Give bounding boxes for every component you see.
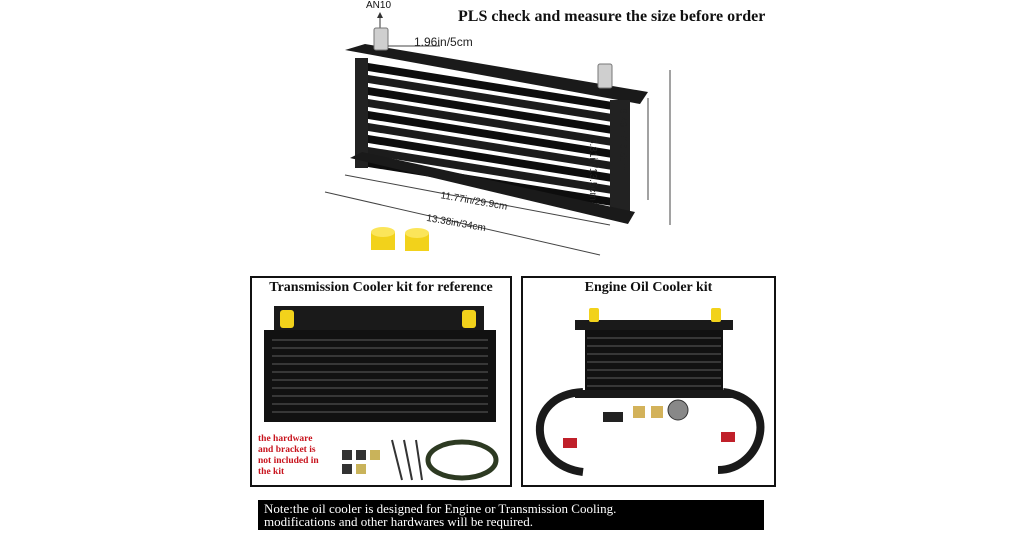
port-arrow-head — [377, 12, 383, 18]
right-an-fitting — [597, 63, 613, 89]
transmission-core — [264, 330, 496, 422]
engine-top-plate — [575, 320, 733, 330]
hardware-warning: the hardware and bracket is not included… — [258, 434, 319, 477]
hose-fitting-left — [563, 438, 577, 448]
transmission-cooler-image — [264, 306, 499, 481]
adapter-fitting-2 — [651, 406, 663, 418]
engine-bottom-plate — [575, 390, 733, 398]
left-tank — [355, 58, 368, 168]
port-label: AN10 — [366, 0, 392, 11]
dim-fitting-spacing: 1.96in/5cm — [414, 35, 473, 49]
note-bar: Note:the oil cooler is designed for Engi… — [258, 500, 764, 530]
engine-kit-panel: Engine Oil Cooler kit — [521, 276, 776, 487]
hose-right — [717, 388, 765, 474]
yellow-caps — [371, 227, 429, 251]
engine-cap-right — [711, 308, 721, 322]
hose-coil — [425, 439, 499, 481]
overall-length-line — [324, 191, 601, 256]
dim-core-height: 5.31in/13.5cm — [587, 138, 598, 201]
transmission-kit-panel: Transmission Cooler kit for reference th… — [250, 276, 512, 487]
right-tank — [610, 100, 630, 215]
trans-cap-left — [280, 310, 294, 328]
main-cooler-diagram — [324, 12, 671, 256]
dim-overall-height: 6.49in/16.5cm — [617, 108, 628, 171]
adapter-bracket — [603, 412, 623, 422]
hose-left — [535, 388, 584, 476]
left-an-fitting — [373, 27, 389, 51]
transmission-panel-title: Transmission Cooler kit for reference — [269, 280, 493, 295]
bottom-mount-plate — [350, 152, 635, 224]
headline: PLS check and measure the size before or… — [458, 8, 766, 25]
top-mount-plate — [345, 44, 648, 104]
engine-panel-title: Engine Oil Cooler kit — [584, 280, 713, 295]
oil-adapter — [667, 399, 689, 421]
hose-fitting-right — [721, 432, 735, 442]
hardware-items — [342, 439, 423, 481]
dimension-lines — [324, 45, 671, 256]
oil-cooler-image — [345, 27, 648, 224]
core-length-line — [344, 174, 611, 226]
note-line-2: modifications and other hardwares will b… — [264, 514, 533, 529]
adapter-fitting-1 — [633, 406, 645, 418]
engine-cooler-image — [535, 308, 765, 476]
engine-cap-left — [589, 308, 599, 322]
trans-cap-right — [462, 310, 476, 328]
bracket — [274, 306, 484, 332]
note-line-1: Note:the oil cooler is designed for Engi… — [264, 501, 617, 516]
